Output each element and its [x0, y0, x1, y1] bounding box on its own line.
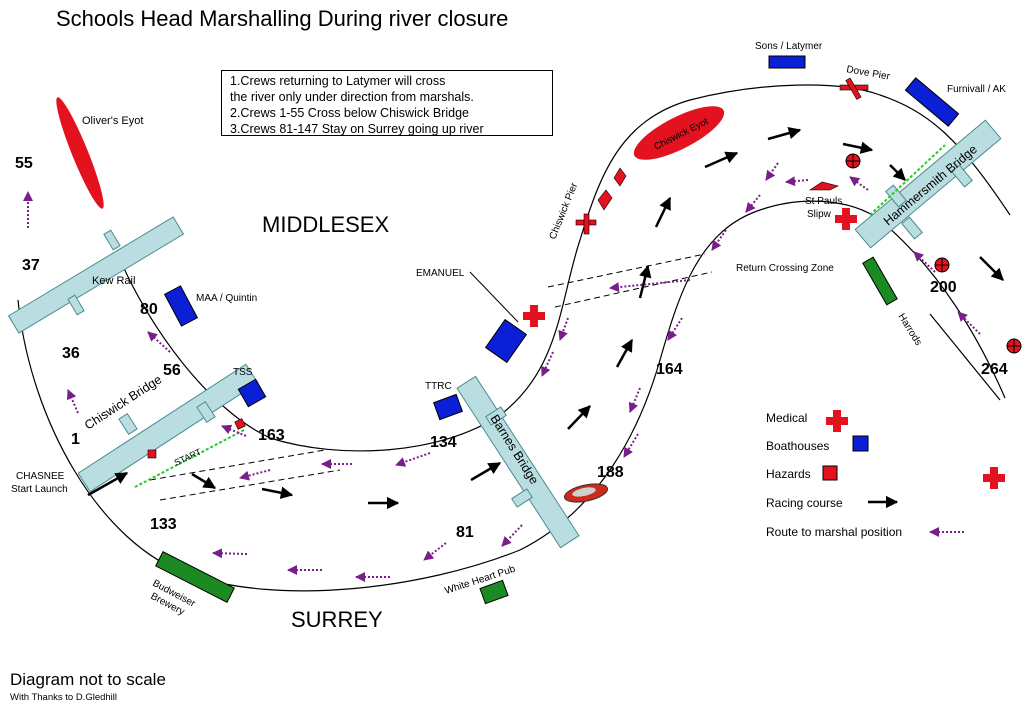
olivers-eyot-label: Oliver's Eyot	[82, 115, 144, 127]
furnivall-ak-label: Furnivall / AK	[947, 84, 1006, 95]
budweiser-brewery-building	[155, 551, 235, 603]
crew-number: 80	[140, 301, 158, 318]
legend-hazards-label: Hazards	[766, 467, 811, 481]
boathouse-emanuel	[484, 318, 528, 364]
emanuel-pointer	[469, 271, 519, 323]
credits-note: With Thanks to D.Gledhill	[10, 692, 118, 703]
note-line: 1.Crews returning to Latymer will cross	[230, 74, 446, 88]
barnes-bridge	[456, 375, 580, 549]
crossing-line	[554, 271, 713, 308]
finish-line	[869, 144, 946, 216]
hazard-circle	[934, 257, 950, 273]
boathouse-furnivall-ak	[904, 77, 960, 127]
crew-number: 133	[150, 516, 177, 533]
hazard-marker	[234, 418, 246, 430]
return-crossing-zone-label: Return Crossing Zone	[736, 263, 834, 274]
crew-number: 81	[456, 524, 474, 541]
olivers-eyot-island	[56, 97, 104, 209]
legend-boathouse-icon	[852, 435, 869, 452]
chasnee-label: CHASNEE	[16, 471, 65, 482]
maa-quintin-label: MAA / Quintin	[196, 293, 258, 304]
kew-rail-bridge	[7, 216, 185, 334]
harrods-label: Harrods	[895, 312, 923, 348]
legend-boathouses-label: Boathouses	[766, 439, 830, 453]
crew-number: 264	[981, 361, 1008, 378]
crossing-line	[547, 253, 706, 288]
start-label: START	[173, 446, 204, 467]
notes-box: 1.Crews returning to Latymer will cross …	[221, 70, 553, 136]
boathouse-ttrc	[433, 393, 463, 421]
crew-number: 188	[597, 464, 624, 481]
emanuel-label: EMANUEL	[416, 268, 465, 279]
st-pauls-slipway	[809, 181, 839, 191]
boathouse-tss	[237, 378, 267, 408]
harrods-building	[862, 256, 898, 306]
medical-cross-icon	[983, 467, 1005, 489]
hazard-circle	[845, 153, 861, 169]
legend-route-label: Route to marshal position	[766, 525, 903, 539]
slipw-label: Slipw	[807, 209, 831, 220]
crossing-line	[159, 469, 341, 501]
page-title: Schools Head Marshalling During river cl…	[56, 6, 509, 31]
note-line: the river only under direction from mars…	[230, 90, 474, 104]
crew-number: 200	[930, 279, 957, 296]
chiswick-bridge	[77, 363, 259, 493]
start-launch-label: Start Launch	[11, 484, 68, 495]
boathouse-sons-latymer	[768, 55, 806, 69]
crew-number: 1	[71, 431, 80, 448]
boathouse-maa-quintin	[163, 285, 199, 327]
legend-racing-course-label: Racing course	[766, 496, 843, 510]
chiswick-pier-structure	[575, 213, 597, 235]
tss-label: TSS	[233, 367, 253, 378]
note-line: 2.Crews 1-55 Cross below Chiswick Bridge	[230, 106, 469, 120]
legend-hazard-icon	[822, 465, 838, 481]
hazard-marker	[147, 449, 157, 459]
white-heart-pub-building	[479, 579, 509, 605]
crew-number: 56	[163, 362, 181, 379]
legend-medical-label: Medical	[766, 411, 808, 425]
crew-number: 36	[62, 345, 80, 362]
region-surrey: SURREY	[291, 607, 383, 632]
hazard-marker	[597, 189, 613, 211]
start-line	[134, 429, 245, 488]
hazard-marker	[613, 167, 627, 187]
ttrc-label: TTRC	[425, 381, 452, 392]
hammersmith-bridge	[854, 119, 1002, 249]
crew-number: 134	[430, 434, 457, 451]
legend-medical-icon	[826, 410, 848, 432]
note-line: 3.Crews 81-147 Stay on Surrey going up r…	[230, 122, 484, 136]
sons-latymer-label: Sons / Latymer	[755, 41, 823, 52]
not-to-scale-note: Diagram not to scale	[10, 670, 166, 689]
chiswick-pier-label: Chiswick Pier	[548, 181, 581, 241]
marshal-route-arrows	[23, 162, 981, 582]
kew-rail-label: Kew Rail	[92, 275, 136, 287]
chiswick-eyot-island	[633, 106, 725, 160]
launch-boat-icon	[563, 483, 609, 503]
medical-cross-icon	[523, 305, 545, 327]
st-pauls-label: St Pauls	[805, 196, 843, 207]
crew-number: 37	[22, 257, 40, 274]
crew-number: 163	[258, 427, 285, 444]
region-middlesex: MIDDLESEX	[262, 212, 390, 237]
bank-segment	[929, 313, 1001, 401]
river-bank-north	[117, 84, 1011, 452]
dove-pier-structure	[839, 77, 869, 100]
crew-number: 55	[15, 155, 33, 172]
dove-pier-label: Dove Pier	[845, 64, 891, 83]
medical-cross-icon	[835, 208, 857, 230]
racing-course-arrows	[87, 127, 1004, 510]
hazard-circle	[1006, 338, 1022, 354]
crew-number: 164	[656, 361, 683, 378]
